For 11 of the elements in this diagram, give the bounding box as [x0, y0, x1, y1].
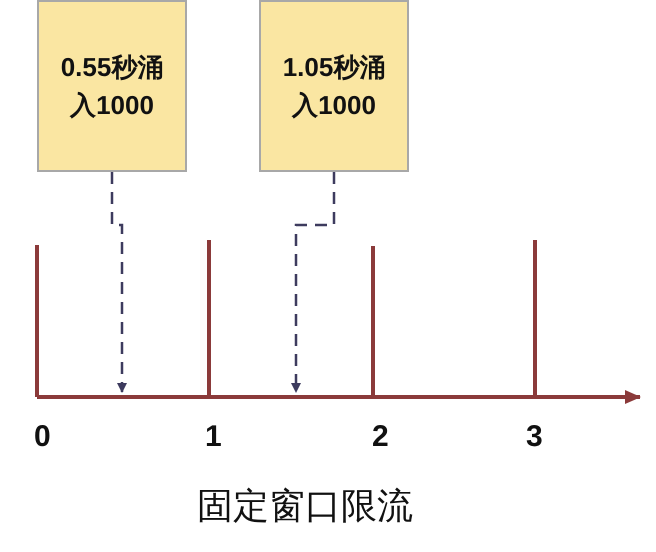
- axis-tick-label: 0: [34, 420, 51, 454]
- dashed-arrow: [110, 172, 127, 393]
- axis-tick-label: 2: [372, 420, 389, 454]
- event-text: 1.05秒涌入1000: [282, 51, 386, 122]
- axis-tick-label: 3: [526, 420, 543, 454]
- event-box: [259, 0, 409, 172]
- dashed-arrow: [291, 172, 336, 393]
- axis-tick-label: 1: [205, 420, 222, 454]
- event-box: [37, 0, 187, 172]
- caption: 固定窗口限流: [196, 485, 414, 528]
- event-text: 0.55秒涌入1000: [60, 51, 164, 122]
